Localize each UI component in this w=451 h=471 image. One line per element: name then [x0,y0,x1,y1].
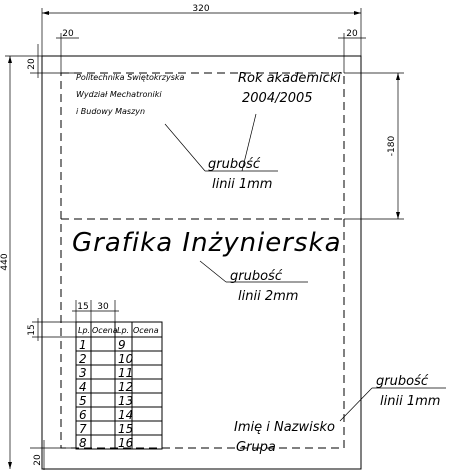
note-upper: grubość linii 1mm [164,113,278,192]
student-group-label: Grupa [236,440,276,455]
drawing-title: Grafika Inżynierska [72,228,342,258]
note-middle: grubość linii 2mm [199,260,308,304]
table-header-ocena-2: Ocena [133,326,159,335]
dim-height-left-label: 440 [0,253,10,270]
dim-col2-label: 30 [97,302,109,312]
table-cell: 15 [118,422,133,436]
sheet-border [41,55,362,470]
header-left: Politechnika Świętokrzyska Wydział Mecha… [76,71,185,116]
note-upper-label: grubość [208,157,261,172]
inner-frame [60,72,345,449]
table-cell: 9 [118,338,126,352]
dim-margin-bottom-label: 20 [33,454,43,466]
table-cell: 1 [79,338,87,352]
grade-table: Lp. Ocena Lp. Ocena 1 9 2 10 3 11 4 12 5 13 6 14 7 15… [75,321,163,450]
note-upper-value: linii 1mm [212,177,272,192]
table-header-ocena-1: Ocena [92,326,118,335]
table-cell: 16 [118,436,134,450]
dim-right-offset: -180 [344,72,404,220]
dim-margin-left-top-label: 20 [62,29,74,39]
dim-margin-top-left-label: 20 [27,58,37,70]
dim-margin-right-top: 20 [338,29,366,73]
table-cell: 12 [118,380,133,394]
dim-height-left: 440 [0,55,42,469]
dim-table-columns: 15 30 [72,300,119,322]
table-cell: 14 [118,408,133,422]
dim-width-top: 320 [41,4,362,56]
table-cell: 3 [79,366,87,380]
student-info: Imię i Nazwisko Grupa [234,420,335,455]
note-middle-value: linii 2mm [238,289,298,304]
dim-col1-label: 15 [77,302,88,312]
table-cell: 6 [79,408,87,422]
header-right: Rok akademicki 2004/2005 [238,71,341,106]
faculty-name: Wydział Mechatroniki [76,90,162,99]
table-cell: 4 [79,380,87,394]
dim-right-offset-label: -180 [387,136,397,157]
table-cell: 13 [118,394,133,408]
dim-width-top-label: 320 [192,4,209,14]
note-right-value: linii 1mm [380,394,440,409]
table-cell: 2 [79,352,87,366]
note-right-label: grubość [376,374,429,389]
dim-row-label: 15 [27,324,37,335]
table-cell: 8 [79,436,87,450]
note-right: grubość linii 1mm [339,374,446,422]
note-middle-label: grubość [230,269,283,284]
table-cell: 10 [118,352,134,366]
dim-margin-right-top-label: 20 [346,29,358,39]
dim-margin-top-left: 20 [27,44,80,78]
dim-margin-bottom: 20 [30,440,72,470]
academic-year-value: 2004/2005 [242,91,313,106]
student-name-label: Imię i Nazwisko [234,420,335,435]
table-cell: 5 [79,394,87,408]
academic-year-label: Rok akademicki [238,71,341,86]
dim-margin-left-top: 20 [56,29,79,73]
university-name: Politechnika Świętokrzyska [76,71,185,82]
table-cell: 11 [118,366,133,380]
dim-table-row: 15 [27,318,76,341]
table-header-lp-1: Lp. [78,326,90,335]
table-cell: 7 [79,422,87,436]
faculty-name-2: i Budowy Maszyn [76,107,145,116]
table-header-lp-2: Lp. [117,326,129,335]
